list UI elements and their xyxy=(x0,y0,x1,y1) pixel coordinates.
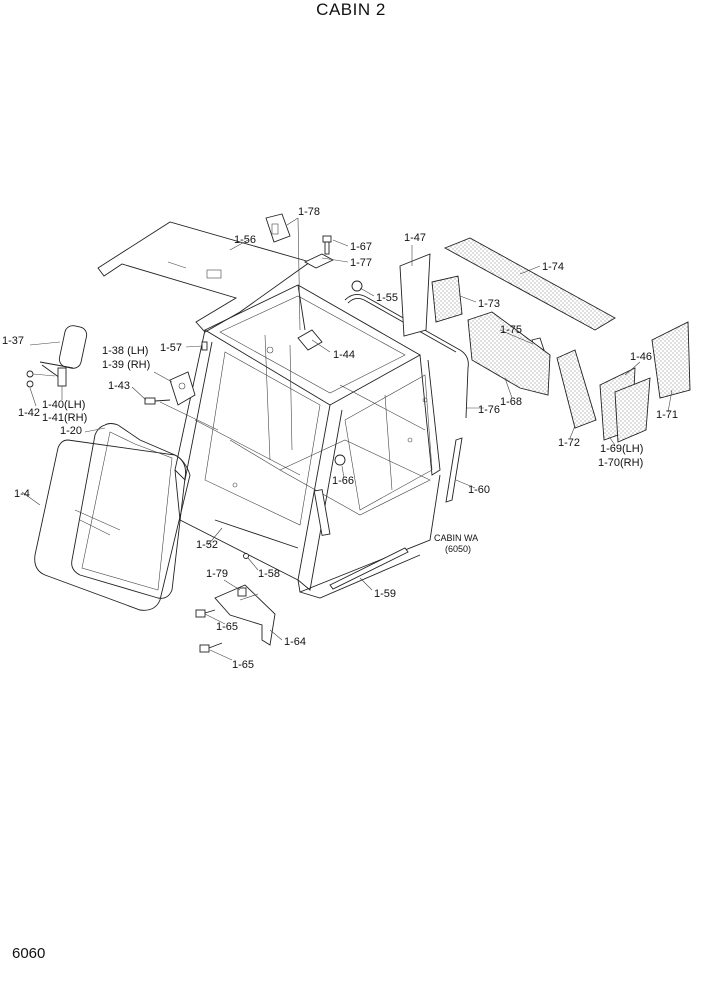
part-1-78 xyxy=(265,213,291,243)
part-1-68 xyxy=(467,311,551,396)
part-1-74 xyxy=(443,237,616,331)
label-1-73: 1-73 xyxy=(478,298,500,310)
label-1-39: 1-39 (RH) xyxy=(102,359,150,371)
part-1-60 xyxy=(445,437,463,503)
label-1-43: 1-43 xyxy=(108,380,130,392)
label-1-58: 1-58 xyxy=(258,568,280,580)
part-1-66 xyxy=(334,454,346,466)
part-1-77 xyxy=(304,253,334,269)
label-1-42: 1-42 xyxy=(18,407,40,419)
page-title: CABIN 2 xyxy=(316,0,386,19)
part-1-59 xyxy=(329,547,409,590)
label-1-72: 1-72 xyxy=(558,437,580,449)
label-1-4: 1-4 xyxy=(14,488,30,500)
part-1-69 xyxy=(614,377,651,443)
label-1-70: 1-70(RH) xyxy=(598,457,643,469)
label-1-79: 1-79 xyxy=(206,568,228,580)
label-1-67: 1-67 xyxy=(350,241,372,253)
label-1-68: 1-68 xyxy=(500,396,522,408)
roof-panel xyxy=(97,221,312,333)
label-1-47: 1-47 xyxy=(404,232,426,244)
part-1-67 xyxy=(322,235,332,255)
part-1-44 xyxy=(297,329,323,351)
leader-lines xyxy=(21,217,673,661)
label-1-65-lower: 1-65 xyxy=(232,659,254,671)
label-1-56: 1-56 xyxy=(234,234,256,246)
part-1-72 xyxy=(556,349,597,429)
label-1-69: 1-69(LH) xyxy=(600,443,643,455)
label-1-66: 1-66 xyxy=(332,475,354,487)
part-labels: 1-78 1-67 1-77 1-56 1-47 1-74 1-55 1-73 … xyxy=(2,206,678,671)
part-1-52 xyxy=(214,519,299,549)
page-number: 6060 xyxy=(12,945,46,962)
label-1-55: 1-55 xyxy=(376,292,398,304)
part-1-47 xyxy=(399,253,431,337)
part-1-71 xyxy=(651,321,691,399)
label-1-52: 1-52 xyxy=(196,539,218,551)
part-1-43 xyxy=(144,397,171,405)
part-1-38-bracket xyxy=(169,371,196,406)
cabin-note-line1: CABIN WA xyxy=(434,533,478,543)
label-1-20: 1-20 xyxy=(60,425,82,437)
label-1-41: 1-41(RH) xyxy=(42,412,87,424)
label-1-40: 1-40(LH) xyxy=(42,399,85,411)
label-1-38: 1-38 (LH) xyxy=(102,345,148,357)
label-1-59: 1-59 xyxy=(374,588,396,600)
label-1-46: 1-46 xyxy=(630,351,652,363)
part-1-73 xyxy=(431,275,463,323)
label-1-71: 1-71 xyxy=(656,409,678,421)
label-1-76: 1-76 xyxy=(478,404,500,416)
part-1-57 xyxy=(201,341,208,351)
part-1-65-bolts xyxy=(195,609,223,653)
label-1-78: 1-78 xyxy=(298,206,320,218)
label-1-64: 1-64 xyxy=(284,636,306,648)
part-1-79 xyxy=(237,587,247,597)
mirror-assembly xyxy=(26,325,88,388)
label-1-77: 1-77 xyxy=(350,257,372,269)
label-1-75: 1-75 xyxy=(500,324,522,336)
part-1-55 xyxy=(344,294,469,419)
label-1-37: 1-37 xyxy=(2,335,24,347)
front-glass-assembly xyxy=(34,423,191,611)
label-1-60: 1-60 xyxy=(468,484,490,496)
cabin-note-line2: (6050) xyxy=(445,544,471,554)
label-1-65-upper: 1-65 xyxy=(216,621,238,633)
label-1-44: 1-44 xyxy=(333,349,355,361)
part-1-58 xyxy=(243,553,249,559)
part-1-64 xyxy=(214,584,276,646)
label-1-74: 1-74 xyxy=(542,261,564,273)
label-1-57: 1-57 xyxy=(160,342,182,354)
